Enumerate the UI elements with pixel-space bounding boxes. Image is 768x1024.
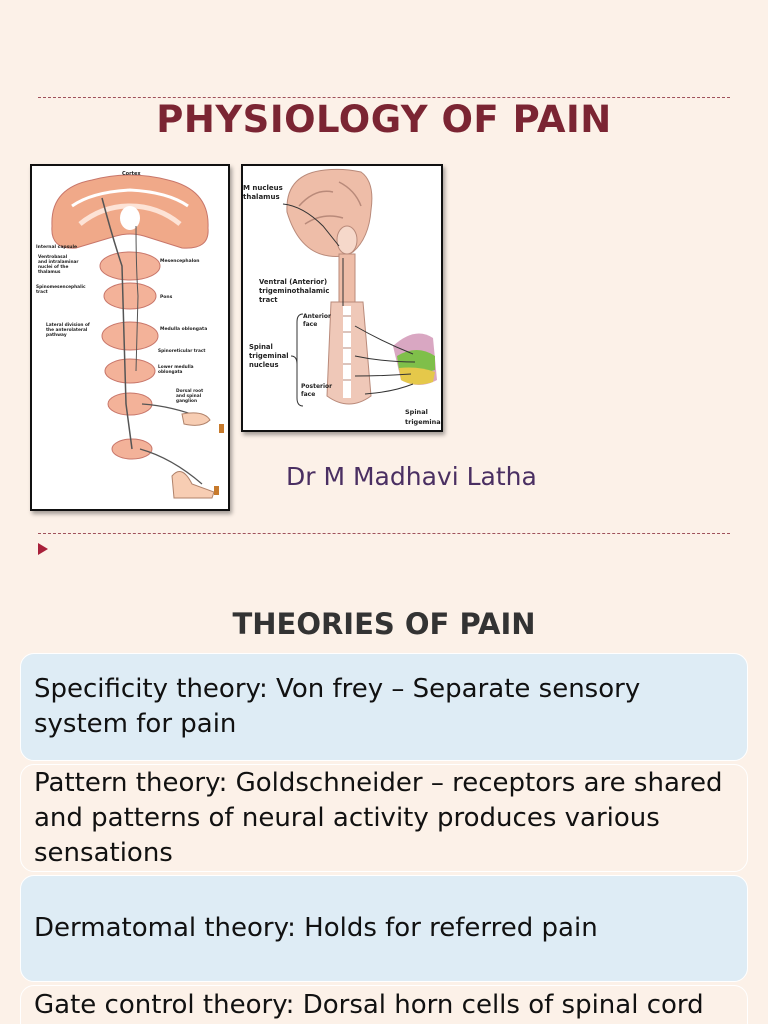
theory-text: Gate control theory: Dorsal horn cells o… (34, 990, 704, 1020)
label-medulla-oblongata: Medulla oblongata (160, 326, 207, 332)
label-lower-medulla-1: Lower medulla (158, 364, 194, 370)
label-ventrobasal-4: thalamus (38, 269, 61, 275)
theory-text: Dermatomal theory: Holds for referred pa… (34, 913, 598, 943)
author-name: Dr M Madhavi Latha (286, 462, 537, 491)
label-ventrobasal-3: nuclei of the (38, 264, 68, 270)
theory-box-pattern: Pattern theory: Goldschneider – receptor… (20, 764, 748, 872)
label-lateral-division-2: the anterolateral (46, 327, 88, 333)
trigeminal-pathway-figure: M nucleus thalamus Ventral (Anterior) tr… (241, 164, 443, 432)
section-heading: THEORIES OF PAIN (232, 607, 536, 641)
label-spinal-nucleus-3: nucleus (249, 361, 279, 369)
label-spinomesencephalic-2: tract (36, 289, 48, 295)
label-anterior-face-1: Anterior (303, 313, 331, 320)
label-lateral-division-3: pathway (46, 332, 67, 338)
label-posterior-face-2: face (301, 391, 315, 398)
label-dorsal-root-1: Dorsal root (176, 388, 203, 394)
slide-title: PHYSIOLOGY OF PAIN (156, 98, 612, 141)
theory-box-specificity: Specificity theory: Von frey – Separate … (20, 653, 748, 761)
label-ventrobasal-2: and intralaminar (38, 259, 79, 265)
theory-text: Specificity theory: Von frey – Separate … (34, 674, 641, 739)
label-mesencephalon: Mesencephalon (160, 258, 199, 264)
label-spinal-nucleus-2: trigeminal (249, 352, 289, 360)
pain-pathway-figure: Cortex Internal capsule Ventrobasal and … (30, 164, 230, 511)
label-internal-capsule: Internal capsule (36, 244, 77, 250)
section-divider (38, 533, 730, 534)
pain-pathway-illustration: Cortex Internal capsule Ventrobasal and … (36, 171, 224, 499)
theory-box-dermatomal: Dermatomal theory: Holds for referred pa… (20, 875, 748, 982)
label-cortex: Cortex (122, 171, 141, 177)
label-lateral-division-1: Lateral division of (46, 322, 90, 328)
label-dorsal-root-3: ganglion (176, 398, 197, 404)
theory-box-gate-control: Gate control theory: Dorsal horn cells o… (20, 985, 748, 1024)
top-divider (38, 97, 730, 98)
label-spinoreticular-tract: Spinoreticular tract (158, 348, 205, 354)
label-ventral-3: tract (259, 296, 278, 304)
label-pons: Pons (160, 294, 173, 300)
label-ventral-1: Ventral (Anterior) (259, 278, 327, 286)
label-spinal-trigeminal-2: trigemina (405, 418, 441, 426)
label-ventral-2: trigeminothalamic (259, 287, 329, 295)
label-dorsal-root-2: and spinal (176, 393, 202, 399)
label-posterior-face-1: Posterior (301, 383, 332, 390)
theory-text: Pattern theory: Goldschneider – receptor… (34, 767, 723, 868)
label-spinal-nucleus-1: Spinal (249, 343, 273, 351)
trigeminal-pathway-illustration: M nucleus thalamus Ventral (Anterior) tr… (243, 168, 441, 426)
label-anterior-face-2: face (303, 321, 317, 328)
bullet-arrow-icon (38, 543, 48, 555)
label-lower-medulla-2: oblongata (158, 369, 183, 375)
label-spinal-trigeminal-1: Spinal (405, 408, 428, 416)
label-ventrobasal-1: Ventrobasal (38, 254, 68, 260)
label-nucleus-1: M nucleus (243, 184, 283, 192)
label-spinomesencephalic-1: Spinomesencephalic (36, 284, 86, 290)
label-nucleus-2: thalamus (243, 193, 280, 201)
